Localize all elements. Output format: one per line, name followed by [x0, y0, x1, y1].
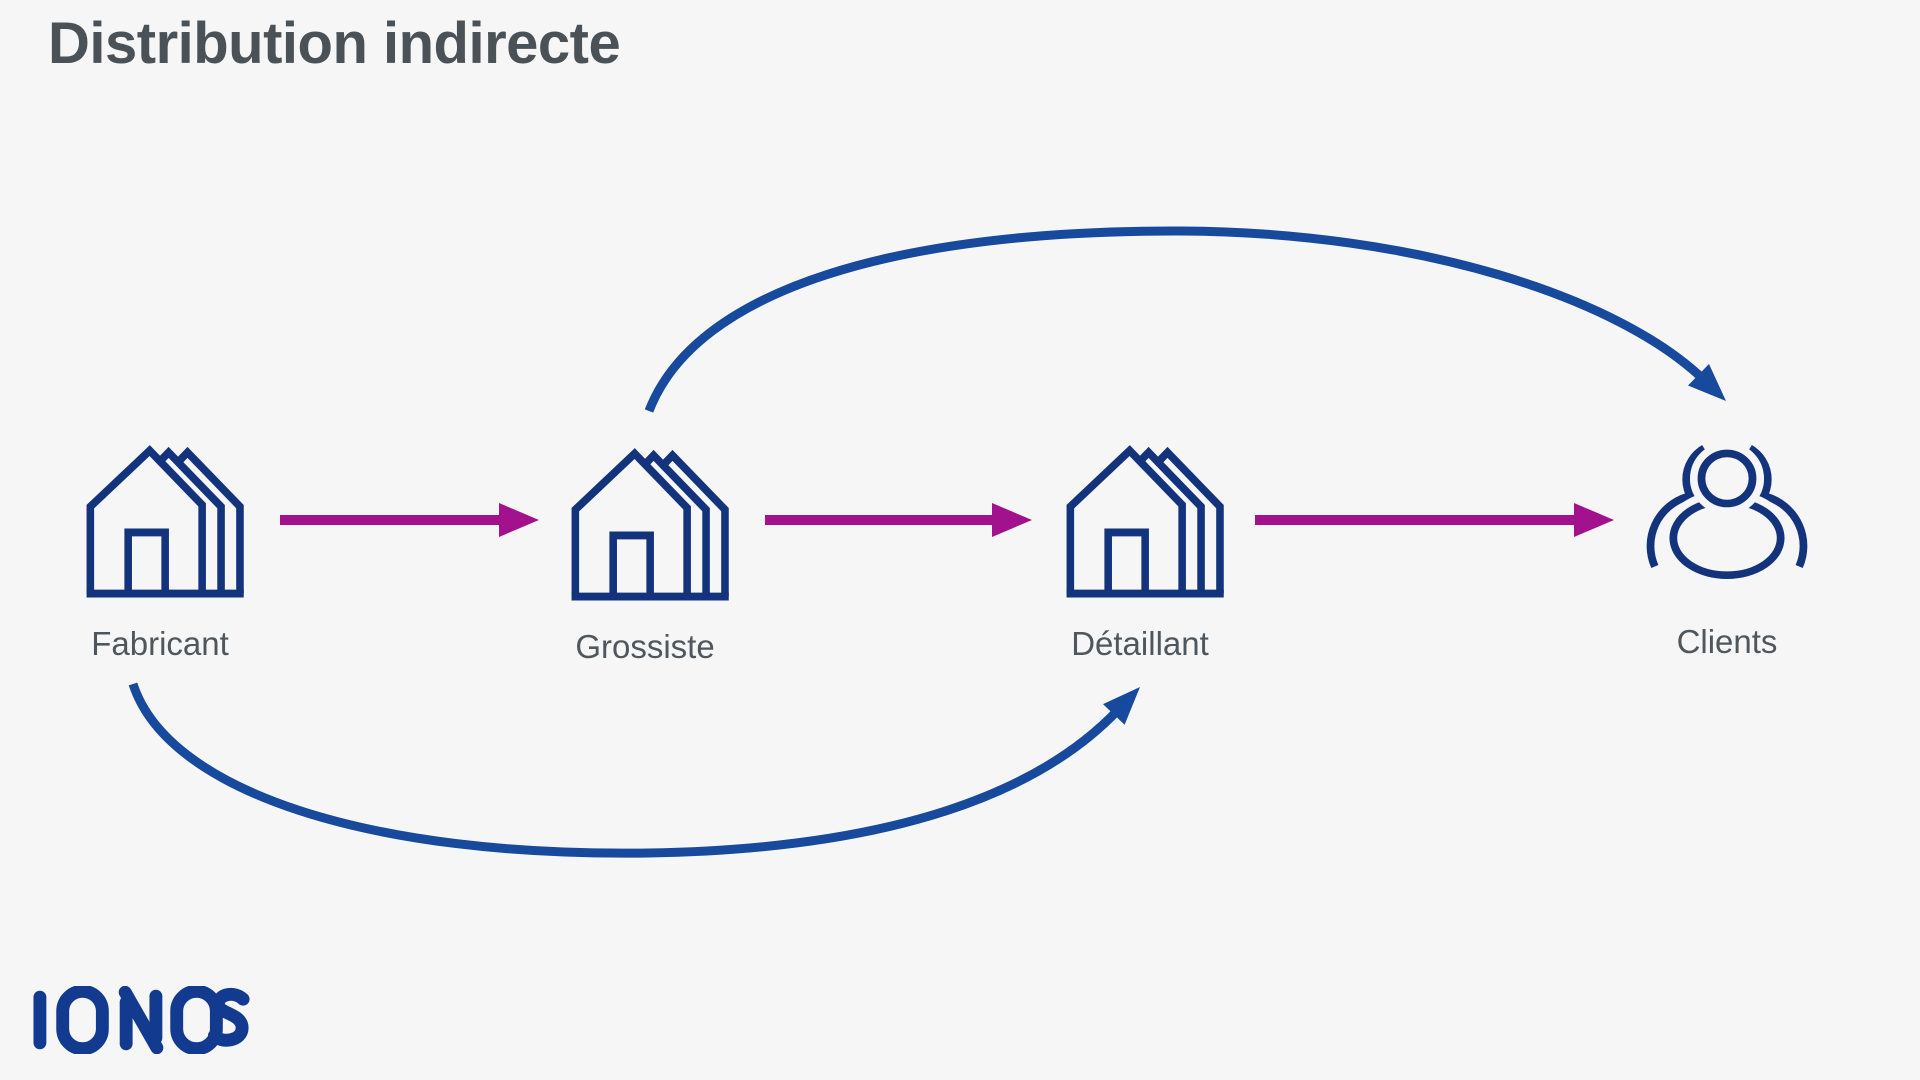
arrow-grossiste-to-detaillant — [765, 503, 1032, 537]
arrow-detaillant-to-clients — [1255, 503, 1614, 537]
node-clients: Clients — [1577, 437, 1877, 661]
node-label-fabricant: Fabricant — [91, 625, 229, 662]
ionos-logo-letters — [33, 984, 250, 1056]
page-title: Distribution indirecte — [48, 11, 621, 76]
people-group-icon — [1646, 442, 1808, 587]
arrow-fabricant-to-grossiste — [280, 503, 539, 537]
node-detaillant: Détaillant — [990, 423, 1290, 663]
node-fabricant: Fabricant — [10, 423, 310, 663]
building-icon — [571, 448, 729, 601]
curve-grossiste-to-clients — [644, 226, 1726, 413]
curve-fabricant-to-detaillant — [128, 682, 1140, 858]
building-icon — [1066, 445, 1224, 598]
building-icon — [86, 445, 244, 598]
ionos-logo: IONOS — [30, 984, 258, 1059]
node-label-clients: Clients — [1676, 623, 1778, 660]
node-label-grossiste: Grossiste — [575, 628, 715, 665]
node-label-detaillant: Détaillant — [1071, 625, 1209, 662]
node-grossiste: Grossiste — [495, 426, 795, 666]
